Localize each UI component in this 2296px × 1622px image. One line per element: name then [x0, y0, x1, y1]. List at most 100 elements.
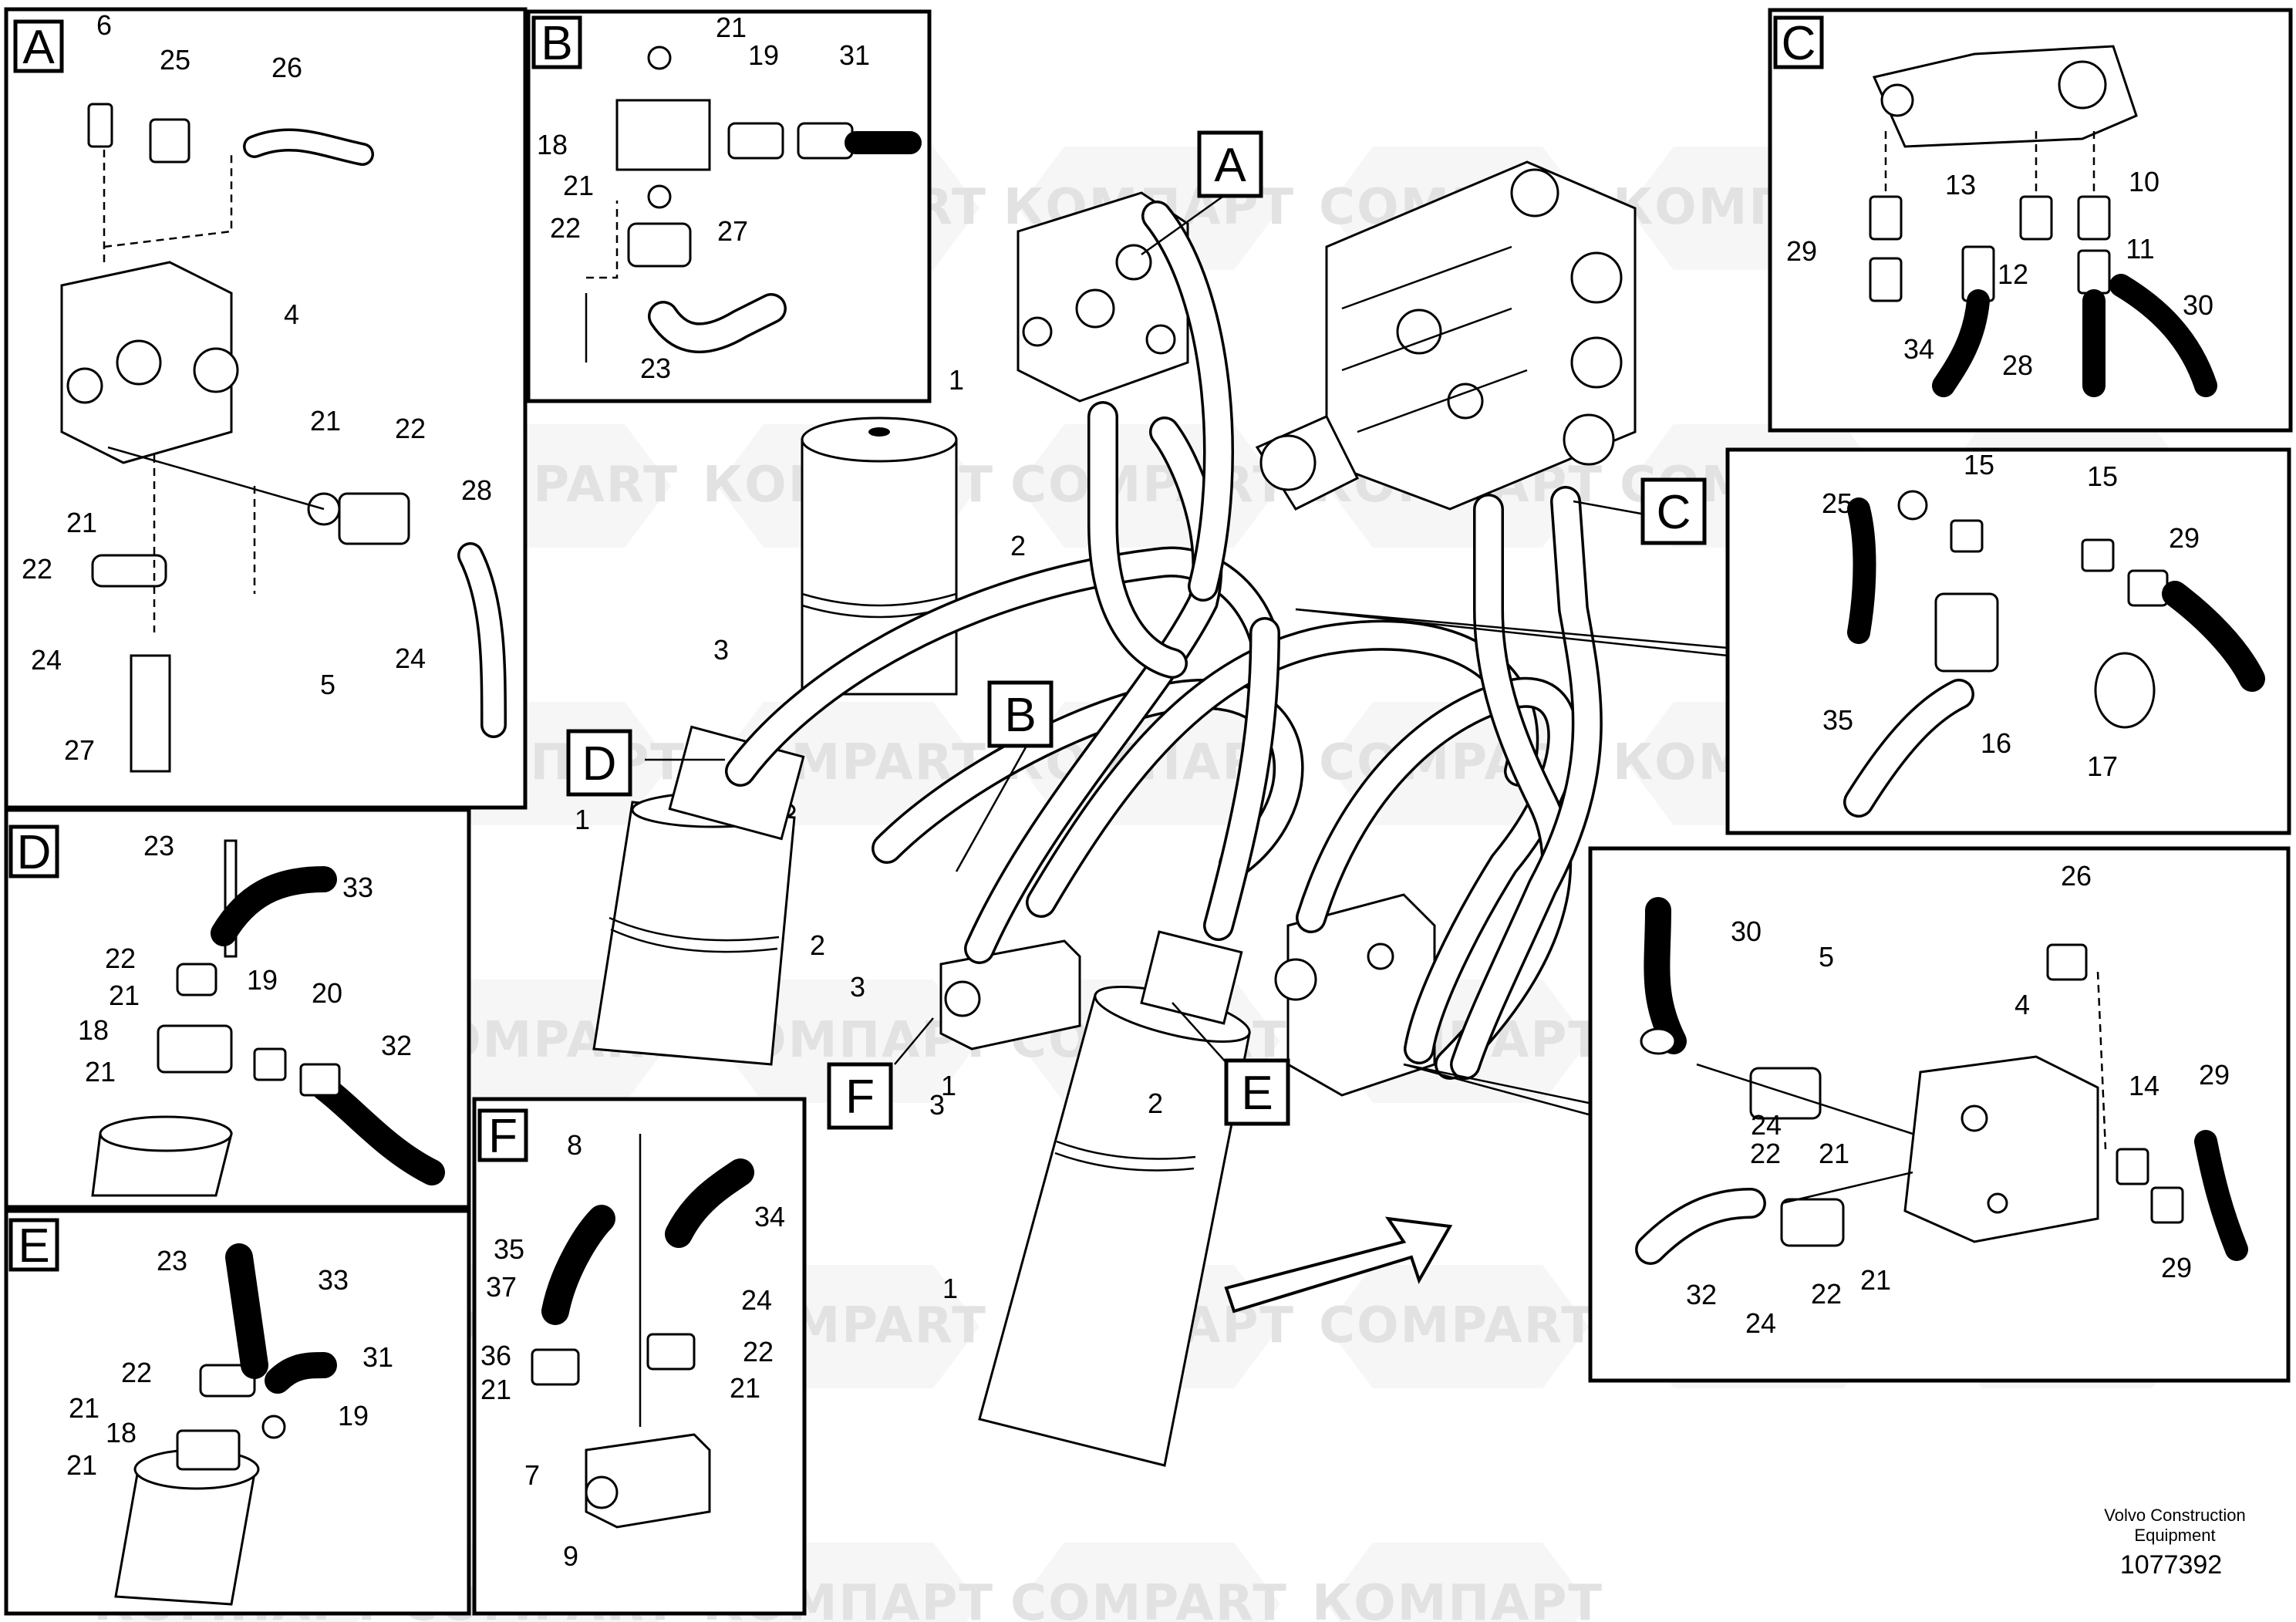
part-number-label: 24 — [395, 642, 426, 674]
part-number-label: 6 — [96, 9, 112, 41]
part-number-label: 2 — [1010, 530, 1026, 561]
part-number-label: 22 — [22, 553, 52, 585]
part-number-label: 34 — [1903, 333, 1934, 365]
part-number-label: 21 — [716, 12, 747, 43]
part-number-label: 23 — [640, 352, 671, 384]
accumulator-bottom — [978, 930, 1251, 1467]
watermark-shape — [1327, 1265, 1589, 1388]
callout-letter: F — [488, 1110, 518, 1163]
panel-tag-c: C — [1773, 15, 1824, 70]
part-number-label: 31 — [362, 1341, 393, 1373]
part-number-label: 22 — [1750, 1138, 1781, 1169]
part-number-label: 27 — [717, 215, 748, 247]
callout-letter: E — [1241, 1067, 1273, 1120]
part-number-label: 7 — [524, 1459, 540, 1491]
part-number-label: 24 — [1751, 1109, 1782, 1141]
part-number-label: 26 — [271, 52, 302, 83]
part-number-label: 2 — [1148, 1088, 1163, 1119]
callout-box-b: B — [987, 680, 1054, 748]
part-number-label: 21 — [1819, 1138, 1849, 1169]
footer-company-line2: Equipment — [2134, 1526, 2215, 1545]
callout-box-e: E — [1224, 1058, 1290, 1126]
part-number-label: 21 — [480, 1374, 511, 1405]
part-number-label: 31 — [839, 39, 870, 71]
part-number-label: 1 — [942, 1273, 958, 1304]
part-number-label: 4 — [2014, 989, 2030, 1020]
watermark-shape — [717, 980, 979, 1103]
part-number-label: 35 — [494, 1233, 524, 1265]
callout-letter: C — [1782, 17, 1816, 70]
watermark-shape — [1018, 1543, 1280, 1622]
callout-letter: A — [22, 21, 55, 74]
part-number-label: 30 — [1731, 916, 1762, 947]
part-number-label: 8 — [567, 1129, 582, 1161]
part-number-label: 3 — [713, 634, 729, 666]
callout-letter: A — [1214, 139, 1246, 192]
footer-block: Volvo Construction Equipment 1077392 — [2104, 1506, 2245, 1580]
panel-tag-e: E — [8, 1218, 59, 1273]
part-number-label: 22 — [121, 1357, 152, 1388]
callout-letter: D — [17, 826, 52, 879]
main-assembly — [592, 160, 1728, 1467]
part-number-label: 24 — [741, 1284, 772, 1316]
part-number-label: 13 — [1945, 169, 1976, 201]
part-number-label: 3 — [929, 1089, 945, 1121]
part-number-label: 1 — [949, 364, 964, 396]
part-number-label: 32 — [1686, 1279, 1717, 1310]
part-number-label: 24 — [31, 644, 62, 676]
panel-tag-a: A — [13, 19, 64, 74]
part-number-label: 1 — [575, 804, 590, 835]
watermark-text: COMPART — [1010, 1575, 1288, 1622]
watermark-text: COMPART — [1010, 457, 1288, 514]
part-number-label: 35 — [1822, 704, 1853, 736]
callout-letter: B — [1004, 689, 1036, 742]
part-number-label: 18 — [78, 1014, 109, 1046]
callout-box-f: F — [827, 1062, 893, 1130]
part-number-label: 16 — [1981, 727, 2011, 759]
detail-panel-f — [472, 1097, 807, 1616]
callout-box-d: D — [566, 729, 632, 797]
detail-panel-valve — [1588, 846, 2291, 1383]
part-number-label: 11 — [2126, 233, 2154, 265]
part-number-label: 14 — [2129, 1070, 2159, 1101]
panel-tag-d: D — [8, 824, 59, 879]
part-number-label: 29 — [1786, 235, 1817, 267]
part-number-label: 15 — [1964, 449, 1994, 481]
callout-box-a: A — [1197, 130, 1263, 198]
callout-letter: C — [1657, 486, 1691, 539]
part-number-label: 36 — [480, 1340, 511, 1371]
part-number-label: 22 — [743, 1336, 774, 1367]
brake-valve-upper — [1017, 191, 1189, 403]
part-number-label: 18 — [537, 129, 568, 160]
detail-panel-ports — [1725, 447, 2291, 835]
part-number-label: 21 — [730, 1372, 760, 1404]
part-number-label: 1 — [941, 1070, 956, 1101]
part-number-label: 29 — [2199, 1059, 2230, 1091]
hose-bundle — [725, 201, 1603, 1080]
part-number-label: 23 — [143, 830, 174, 862]
footer-company-line1: Volvo Construction — [2104, 1506, 2245, 1525]
watermark-text: КОМПАРТ — [1312, 1575, 1603, 1622]
part-number-label: 24 — [1745, 1307, 1776, 1339]
part-number-label: 22 — [1811, 1278, 1842, 1310]
detail-panel-b — [526, 9, 932, 403]
part-number-label: 22 — [550, 212, 581, 244]
callout-leaders — [645, 190, 1728, 1116]
part-number-label: 15 — [2087, 460, 2118, 492]
part-number-label: 21 — [66, 507, 97, 538]
part-number-label: 2 — [810, 929, 825, 961]
callout-letter: E — [18, 1219, 49, 1273]
part-number-label: 21 — [85, 1056, 116, 1088]
part-number-label: 26 — [2061, 860, 2092, 892]
part-number-label: 22 — [395, 413, 426, 444]
part-number-label: 33 — [342, 872, 373, 903]
part-number-label: 28 — [2002, 349, 2033, 381]
part-number-label: 18 — [106, 1417, 137, 1448]
detail-panel-c — [1768, 8, 2293, 433]
part-number-label: 21 — [563, 170, 594, 201]
part-number-label: 29 — [2169, 522, 2200, 554]
part-number-label: 10 — [2129, 166, 2159, 197]
part-number-label: 32 — [381, 1030, 412, 1061]
